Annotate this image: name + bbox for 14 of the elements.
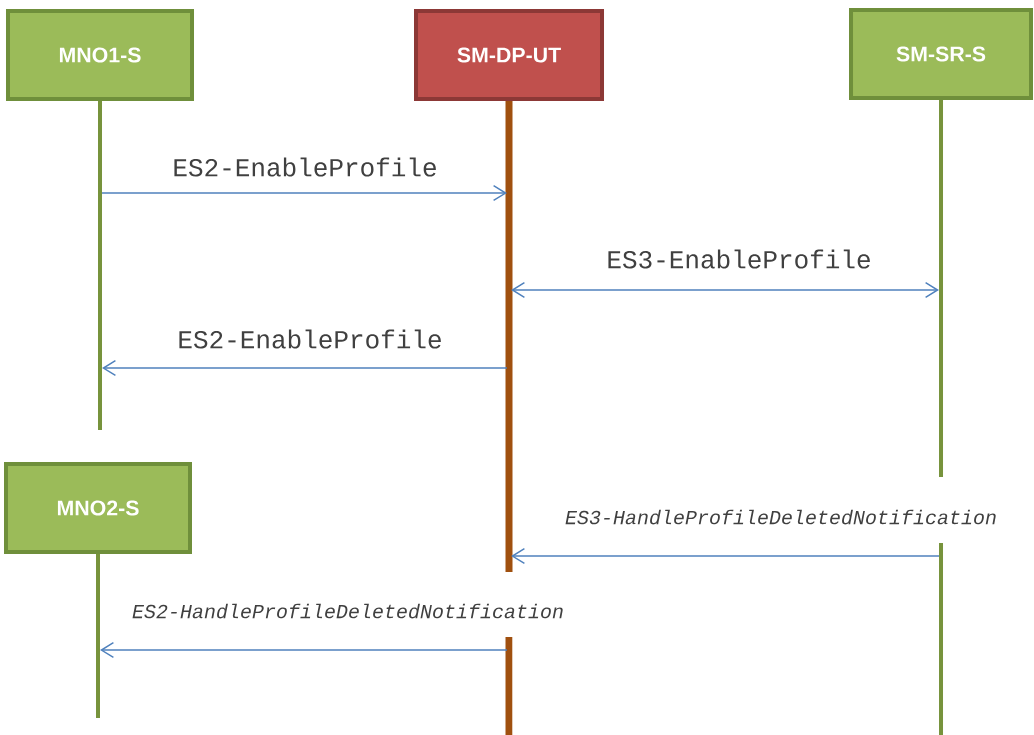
- message-label: ES2-EnableProfile: [179, 329, 441, 349]
- participant-box: MNO1-S: [6, 9, 194, 101]
- message-arrow: [511, 281, 939, 299]
- message-arrow: [101, 184, 507, 202]
- message-label: ES3-HandleProfileDeletedNotification: [565, 509, 996, 525]
- participant-box: MNO2-S: [4, 462, 192, 554]
- message-arrow: [100, 641, 508, 659]
- message-label: ES3-EnableProfile: [608, 249, 870, 269]
- message-arrow: [102, 359, 508, 377]
- participant-box: SM-SR-S: [849, 8, 1033, 100]
- message-label: ES2-HandleProfileDeletedNotification: [132, 603, 563, 619]
- participant-box: SM-DP-UT: [414, 9, 604, 101]
- message-label: ES2-EnableProfile: [174, 157, 436, 177]
- message-arrow: [511, 547, 940, 565]
